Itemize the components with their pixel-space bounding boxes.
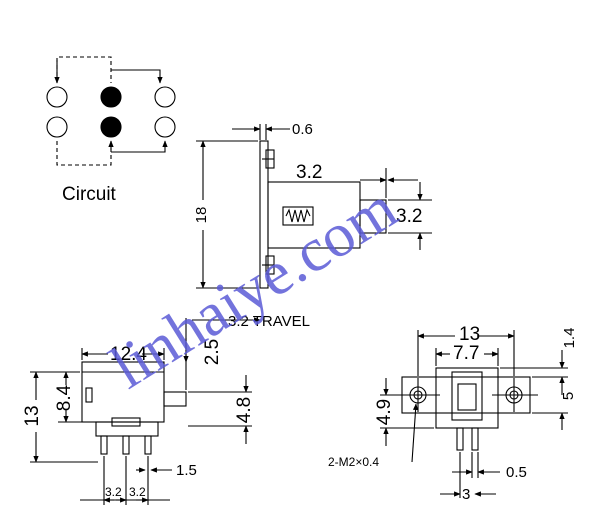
dim-end-inner: 7.7 bbox=[453, 343, 479, 364]
terminal-4 bbox=[46, 116, 68, 138]
front-pin-2 bbox=[122, 435, 130, 455]
dim-end-top: 1.4 bbox=[561, 328, 578, 349]
dim-front-stem: 4.8 bbox=[234, 397, 255, 423]
dim-plunger: 3.2 bbox=[296, 162, 322, 183]
circuit-link-top bbox=[56, 56, 112, 83]
dim-end-side: 5 bbox=[560, 392, 577, 400]
terminal-2 bbox=[100, 86, 122, 108]
front-view bbox=[30, 318, 252, 505]
dim-end-width: 13 bbox=[459, 324, 480, 345]
dim-front-height: 13 bbox=[22, 405, 43, 426]
dim-front-inner: 8.4 bbox=[54, 384, 75, 411]
dim-side-height: 18 bbox=[193, 207, 210, 224]
spring-symbol bbox=[282, 206, 314, 226]
side-view bbox=[192, 124, 432, 323]
terminal-5 bbox=[100, 116, 122, 138]
dim-front-top: 2.5 bbox=[202, 339, 223, 365]
front-stem bbox=[163, 391, 187, 407]
dim-front-pin: 1.5 bbox=[176, 462, 197, 479]
terminal-6 bbox=[154, 116, 176, 138]
end-view bbox=[380, 330, 568, 498]
circuit-label: Circuit bbox=[62, 184, 117, 205]
circuit-diagram bbox=[46, 56, 176, 166]
terminal-3 bbox=[154, 86, 176, 108]
plunger bbox=[359, 199, 387, 234]
dim-front-pitch-b: 3.2 bbox=[129, 485, 146, 499]
screw-spec: 2-M2×0.4 bbox=[328, 455, 379, 469]
dim-end-pin: 0.5 bbox=[506, 464, 527, 481]
end-body bbox=[435, 367, 499, 429]
dim-plunger-height: 3.2 bbox=[396, 206, 422, 227]
front-pin-3 bbox=[144, 435, 152, 455]
dim-front-width: 12.4 bbox=[110, 344, 147, 365]
front-pin-1 bbox=[100, 435, 108, 455]
dim-end-hole: 4.9 bbox=[374, 399, 395, 425]
dim-thickness: 0.6 bbox=[292, 121, 313, 138]
end-pin-1 bbox=[456, 427, 464, 451]
end-pin-2 bbox=[471, 427, 479, 451]
dim-front-pitch-a: 3.2 bbox=[105, 485, 122, 499]
circuit-link-bottom bbox=[56, 141, 112, 166]
terminal-1 bbox=[46, 86, 68, 108]
dim-end-pitch: 3 bbox=[462, 486, 470, 503]
watermark: linhaiye.com bbox=[99, 174, 408, 402]
travel-label: 3.2 TRAVEL bbox=[228, 313, 310, 330]
